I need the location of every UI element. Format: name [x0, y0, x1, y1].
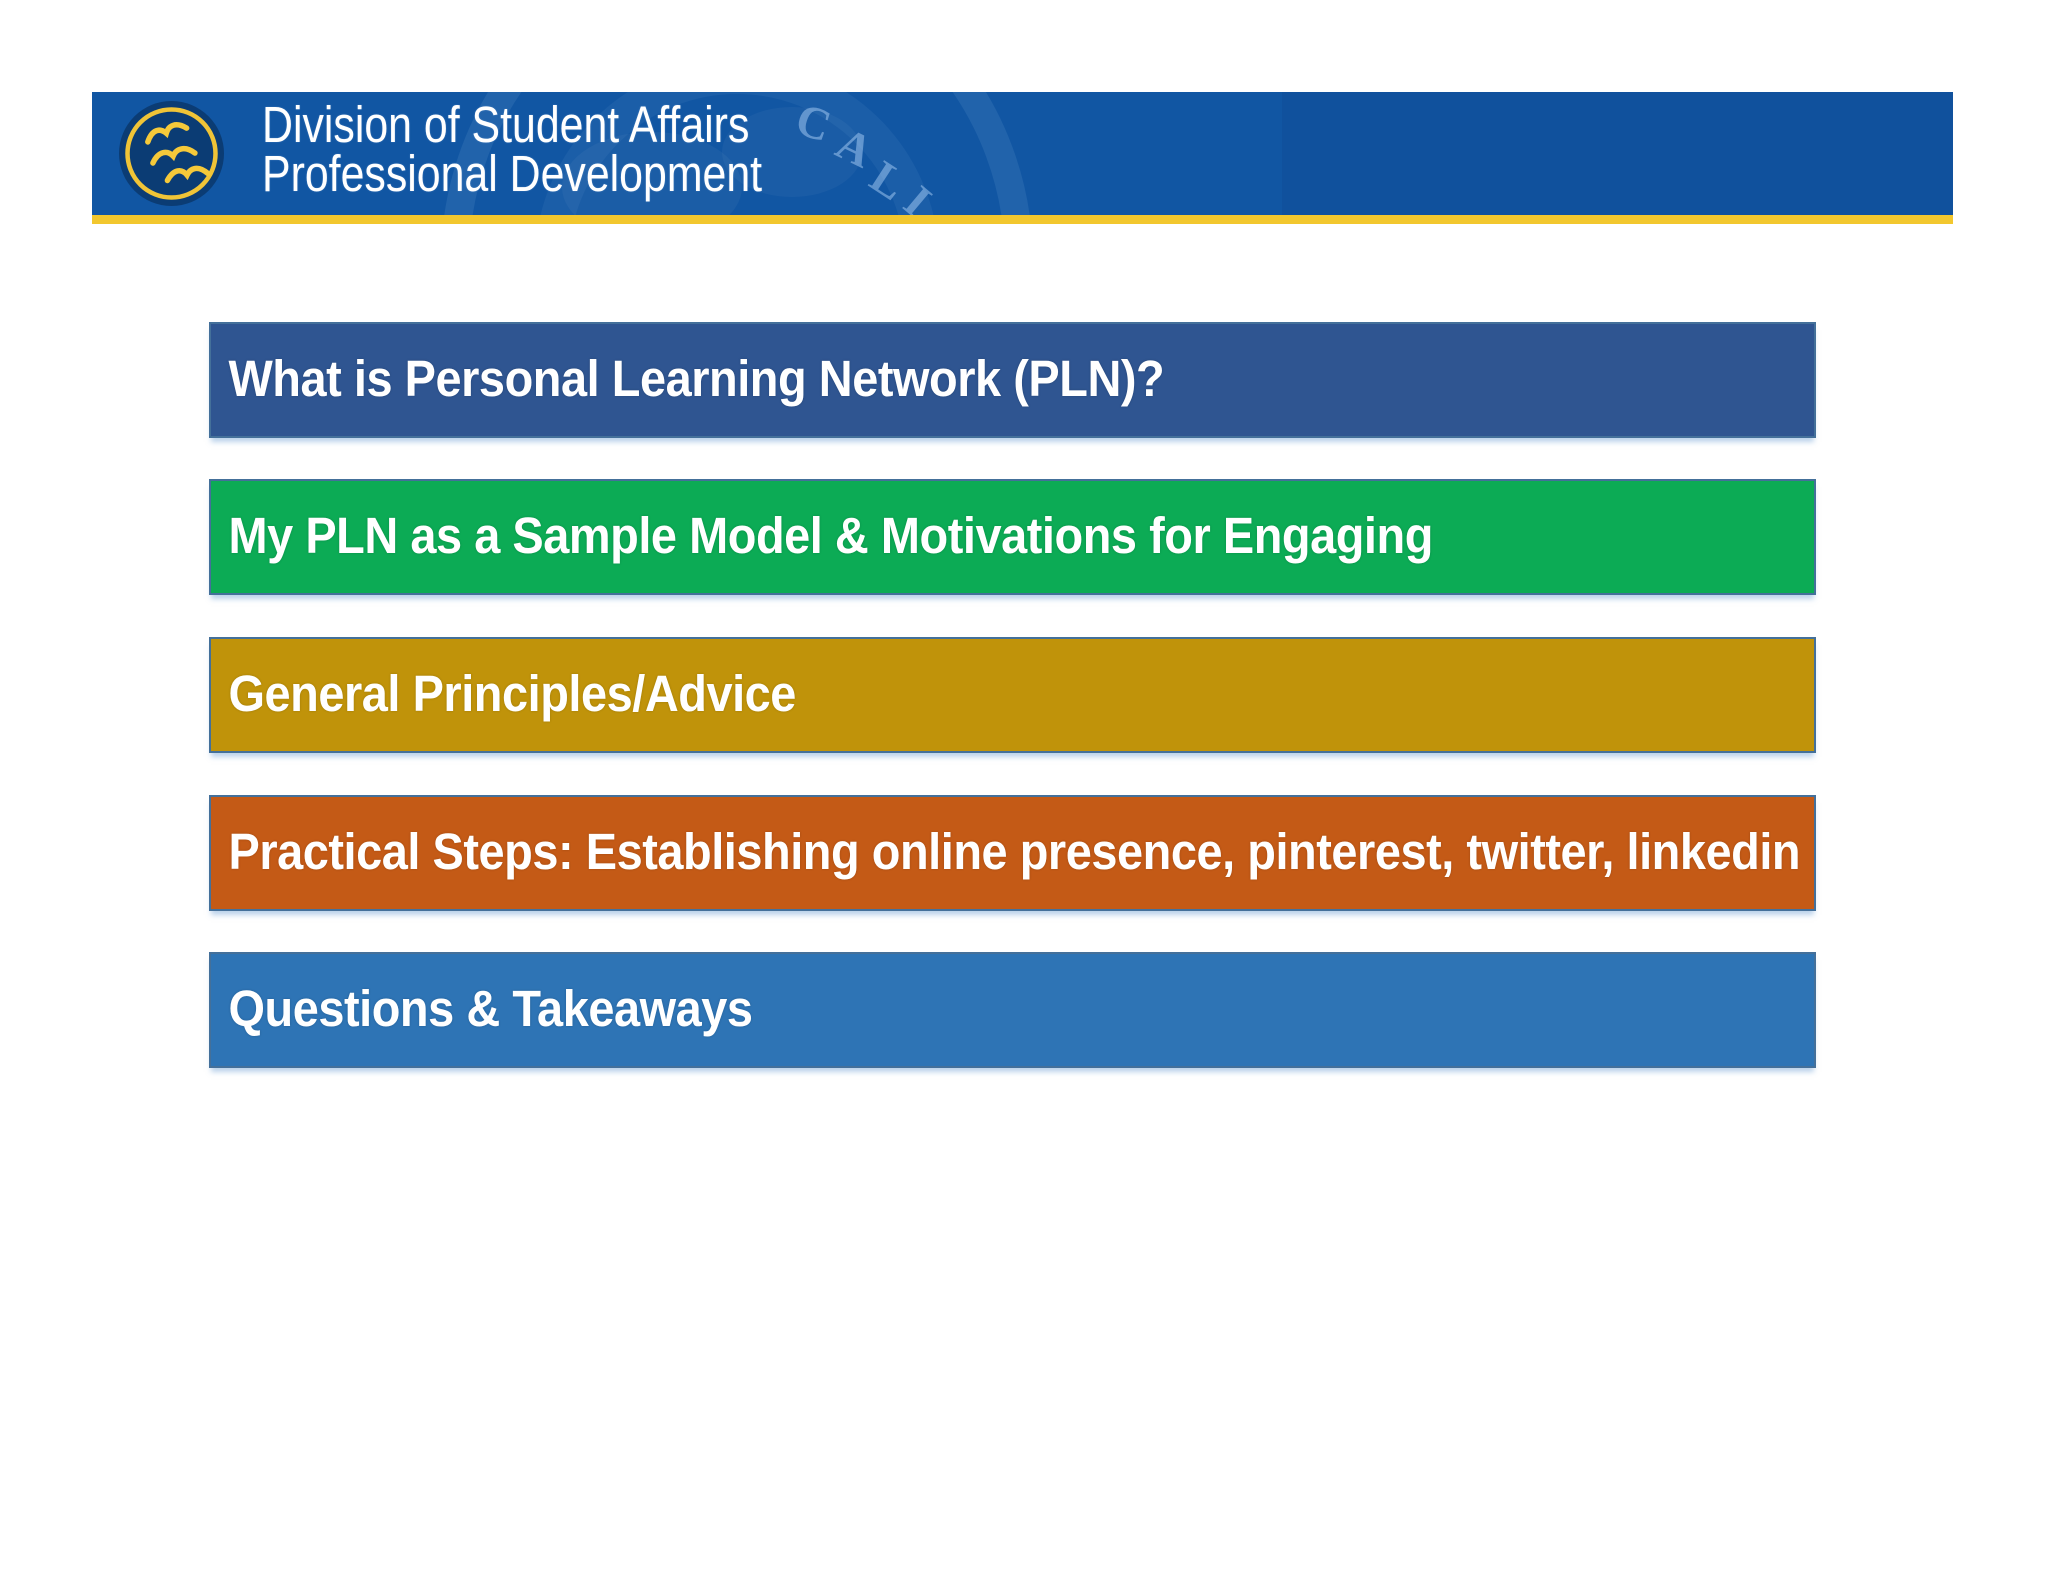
org-title-line2: Professional Development — [262, 145, 763, 202]
banner-seam — [1282, 92, 1953, 215]
header-underline — [92, 215, 1953, 224]
agenda-item-label: Practical Steps: Establishing online pre… — [228, 822, 1801, 880]
agenda-item-4: Practical Steps: Establishing online pre… — [209, 795, 1816, 911]
org-title: Division of Student Affairs Professional… — [262, 96, 763, 202]
agenda-item-label: My PLN as a Sample Model & Motivations f… — [228, 506, 1433, 564]
agenda-item-label: General Principles/Advice — [228, 664, 796, 722]
header-banner: C A L I Division of Student Affairs — [92, 92, 1953, 215]
org-logo — [119, 101, 224, 206]
agenda-item-5: Questions & Takeaways — [209, 952, 1816, 1068]
agenda-item-2: My PLN as a Sample Model & Motivations f… — [209, 479, 1816, 595]
org-title-line1: Division of Student Affairs — [262, 96, 750, 153]
seal-watermark: C A L I — [444, 92, 1030, 215]
agenda-item-label: What is Personal Learning Network (PLN)? — [228, 349, 1165, 407]
agenda-item-label: Questions & Takeaways — [228, 979, 753, 1037]
agenda-item-3: General Principles/Advice — [209, 637, 1816, 753]
agenda-item-1: What is Personal Learning Network (PLN)? — [209, 322, 1816, 438]
three-birds-icon — [119, 101, 224, 206]
